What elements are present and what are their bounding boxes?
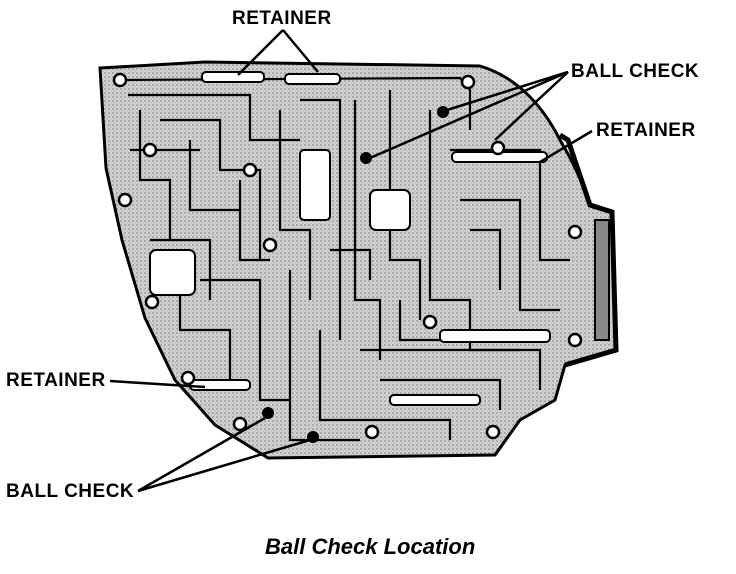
label-ball-check-top: BALL CHECK <box>571 61 700 82</box>
side-plate <box>558 132 619 368</box>
label-retainer-top: RETAINER <box>232 8 332 29</box>
fluid-channels <box>119 76 570 442</box>
side-plate-bar <box>594 219 610 341</box>
leader-lines <box>109 29 593 493</box>
label-retainer-left: RETAINER <box>6 370 106 391</box>
label-retainer-right: RETAINER <box>596 120 696 141</box>
figure-caption: Ball Check Location <box>265 534 476 559</box>
bolt-holes <box>112 72 583 440</box>
label-ball-check-bottom: BALL CHECK <box>6 481 135 502</box>
